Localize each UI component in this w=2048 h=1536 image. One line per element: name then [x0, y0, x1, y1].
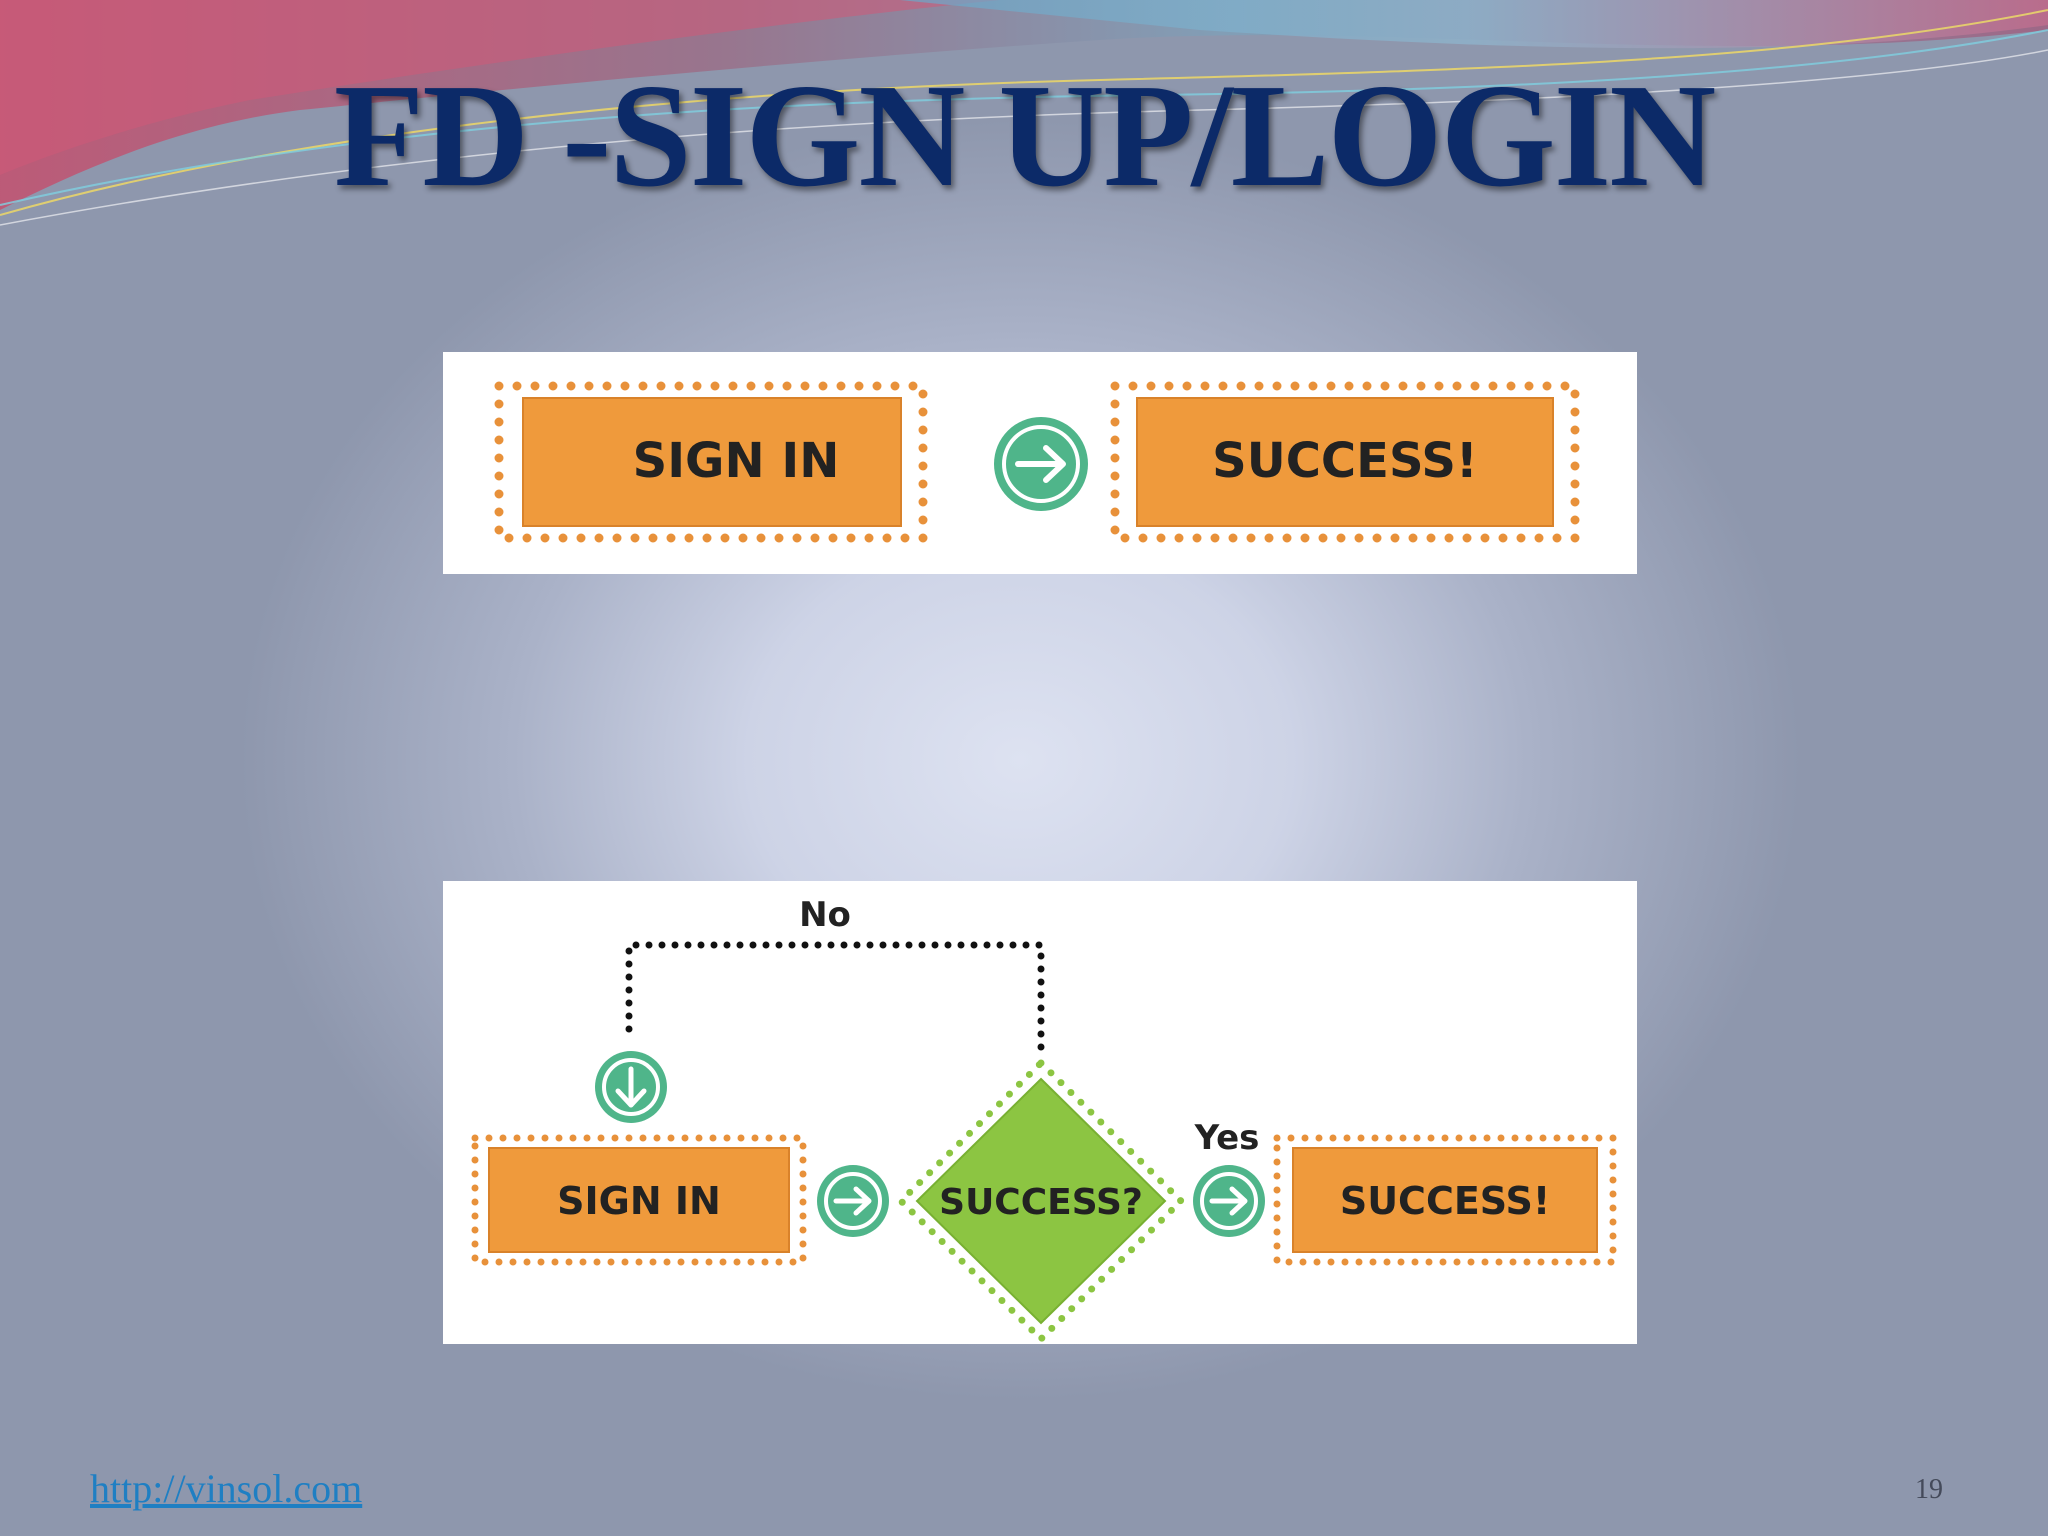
header-swoosh-decoration	[0, 0, 2048, 226]
arrow-right-icon	[1193, 1165, 1265, 1237]
no-label: No	[799, 895, 851, 935]
decision-label: SUCCESS?	[939, 1182, 1143, 1223]
success-decision-diamond: SUCCESS?	[896, 1058, 1186, 1344]
sign-in-box: SIGN IN	[494, 381, 928, 543]
sign-in-label: SIGN IN	[633, 433, 840, 489]
slide-number: 19	[1915, 1474, 1943, 1505]
sign-in-label: SIGN IN	[557, 1179, 721, 1223]
success-label: SUCCESS!	[1340, 1179, 1550, 1223]
decision-flow-diagram: No SIGN IN SUCCESS? Yes	[443, 881, 1637, 1344]
success-label: SUCCESS!	[1212, 433, 1478, 489]
arrow-right-icon	[817, 1165, 889, 1237]
arrow-down-icon	[595, 1051, 667, 1123]
footer-link[interactable]: http://vinsol.com	[90, 1466, 363, 1511]
sign-in-box: SIGN IN	[471, 1134, 807, 1266]
no-loop-connector	[625, 941, 1045, 1051]
success-box: SUCCESS!	[1110, 381, 1580, 543]
slide-title: FD -SIGN UP/LOGIN	[333, 54, 1716, 218]
success-box: SUCCESS!	[1273, 1134, 1617, 1266]
yes-label: Yes	[1194, 1118, 1260, 1158]
simple-flow-diagram: SIGN IN SUCCESS!	[443, 352, 1637, 574]
arrow-right-icon	[994, 417, 1088, 511]
